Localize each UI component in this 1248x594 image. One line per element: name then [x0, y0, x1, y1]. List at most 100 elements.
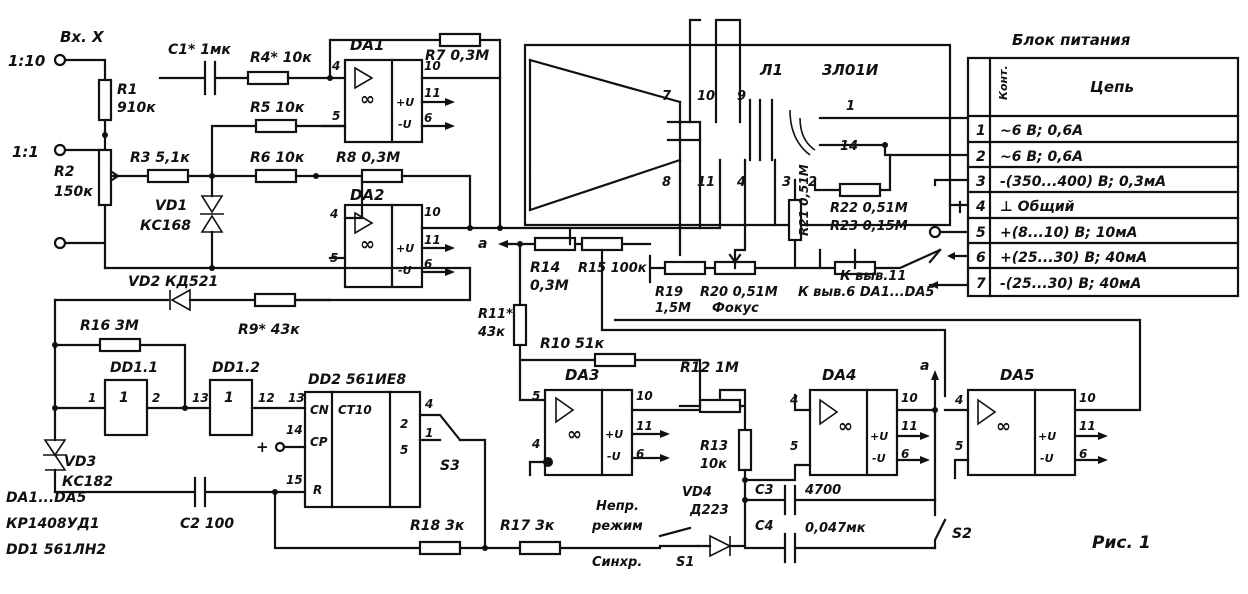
da4-pin4: 4 — [789, 393, 798, 407]
input-1-1-terminal[interactable] — [53, 143, 67, 157]
dd2-name: DD2 561ИЕ8 — [308, 372, 406, 388]
r16-label: R16 3М — [80, 318, 139, 334]
da3-pin11: 11 — [636, 419, 653, 433]
da1-name: DA1 — [350, 36, 385, 54]
r14-label: R14 — [530, 260, 560, 276]
c3-value: 4700 — [804, 483, 841, 498]
input-ground-terminal[interactable] — [53, 236, 67, 250]
mode-sync-label: Синхр. — [592, 555, 642, 570]
dd1-2-name: DD1.2 — [212, 360, 260, 376]
r5-branch: R5 10к — [210, 100, 347, 178]
c2-label: C2 100 — [180, 516, 234, 532]
r18-label: R18 3к — [410, 518, 465, 534]
dd1-2-symbol: 1 — [224, 390, 234, 406]
row7-circuit: -(25...30) В; 40мА — [1000, 276, 1141, 292]
dd1-2-gate — [208, 378, 254, 437]
da3-pin10: 10 — [636, 389, 653, 403]
da4-stage: R12 1М R13 10к DA4 ∞ 4 5 10 11 6 +U -U a — [678, 358, 939, 522]
tube-pin10: 10 — [697, 89, 715, 104]
r21-resistor — [787, 198, 803, 242]
da5-pin6: 6 — [1079, 447, 1087, 461]
r13-label: R13 — [700, 439, 728, 454]
vd4-type: Д223 — [689, 503, 729, 518]
r4-label: R4* 10к — [250, 50, 312, 66]
vd3-label: VD3 — [64, 454, 96, 470]
da3-pin5: 5 — [532, 389, 540, 403]
r5-label: R5 10к — [250, 100, 305, 116]
da5-amp-symbol: ∞ — [996, 416, 1011, 437]
figure-caption: Рис. 1 — [1092, 533, 1151, 553]
da3-name: DA3 — [565, 366, 600, 384]
tube-pin1: 1 — [846, 99, 855, 114]
dd2-cp: CP — [310, 435, 328, 449]
tube-pin9: 9 — [737, 89, 746, 104]
dd2-out1: 1 — [425, 426, 433, 440]
tube-type: 3Л01И — [822, 61, 879, 79]
note-dd1: DD1 561ЛН2 — [6, 542, 106, 558]
row4-circuit: ⊥ Общий — [1000, 199, 1075, 215]
tube-pin4: 4 — [736, 175, 746, 190]
da3-pin4: 4 — [531, 437, 540, 451]
da1-stage: C1* 1мк R4* 10к R7 0,3М DA1 ∞ 4 5 10 11 … — [158, 32, 502, 144]
c4-value: 0,047мк — [805, 521, 867, 536]
r16-resistor — [98, 337, 142, 353]
da5-pin11: 11 — [1079, 419, 1096, 433]
dd1-2-pin12: 12 — [258, 391, 275, 405]
r5-resistor — [254, 118, 298, 134]
r2-value: 150к — [54, 184, 93, 200]
r17-label: R17 3к — [500, 518, 555, 534]
dd1-1-pin2: 2 — [152, 391, 160, 405]
node-a-label-2: a — [920, 358, 929, 374]
r9-label: R9* 43к — [238, 322, 300, 338]
da1-amp-symbol: ∞ — [360, 89, 375, 110]
r22-resistor — [838, 182, 882, 198]
s1-switch[interactable] — [658, 526, 700, 548]
row7-n: 7 — [976, 276, 986, 292]
dd2-r: R — [313, 483, 322, 497]
da4-pin6: 6 — [901, 447, 909, 461]
vd1-zener: VD1 КС168 — [103, 174, 472, 271]
da3-stage: DA3 ∞ 5 4 10 11 6 +U -U — [528, 366, 702, 477]
input-label: Вх. X — [60, 28, 105, 46]
tube-pin7: 7 — [662, 89, 672, 104]
r10-label: R10 51к — [540, 336, 605, 352]
da1-pin10: 10 — [424, 59, 441, 73]
r3-label: R3 5,1к — [130, 150, 190, 166]
da5-pin4: 4 — [954, 393, 963, 407]
dd2-chip — [303, 390, 422, 509]
input-section: Вх. X 1:10 1:1 R1 910к R2 150к R3 5,1к — [8, 28, 258, 270]
da4-vminus: -U — [872, 452, 886, 465]
r6-resistor — [254, 168, 298, 184]
da4-chip — [808, 388, 899, 477]
s3-label: S3 — [440, 458, 460, 474]
da1-vplus: +U — [396, 96, 414, 109]
dd1-1-pin1: 1 — [88, 391, 96, 405]
da1-pin5: 5 — [332, 109, 340, 123]
r18-resistor — [418, 540, 462, 556]
input-1-10-terminal[interactable] — [53, 53, 67, 67]
da3-pin6: 6 — [636, 447, 644, 461]
dd2-pin14: 14 — [286, 423, 303, 437]
r11-value: 43к — [477, 325, 506, 340]
vd3-type: КС182 — [62, 474, 113, 490]
c3-label: C3 — [755, 483, 774, 498]
dd2-pin15: 15 — [286, 473, 303, 487]
tube-pin8: 8 — [662, 175, 671, 190]
da3-chip — [543, 388, 634, 477]
tube-name: Л1 — [759, 61, 783, 79]
sync-section: C3 4700 C4 0,047мк S2 VD4 Д223 Непр. реж… — [591, 483, 972, 570]
r14-resistor — [533, 236, 577, 252]
dd2-cn: CN — [310, 403, 329, 417]
c1-label: C1* 1мк — [168, 42, 231, 58]
da5-vminus: -U — [1040, 452, 1054, 465]
da4-name: DA4 — [822, 366, 857, 384]
row5-circuit: +(8...10) В; 10мА — [1000, 225, 1137, 241]
r12-label: R12 1М — [680, 360, 739, 376]
da1-pin4: 4 — [331, 59, 340, 73]
da2-pin4: 4 — [329, 207, 338, 221]
dd2-cp-plus: + — [256, 438, 269, 456]
da2-vminus: -U — [398, 264, 412, 277]
trigger-section: VD2 КД521 R9* 43к R16 3М DD1.1 1 1 2 DD1… — [52, 274, 487, 550]
vd2-label: VD2 КД521 — [128, 274, 218, 290]
